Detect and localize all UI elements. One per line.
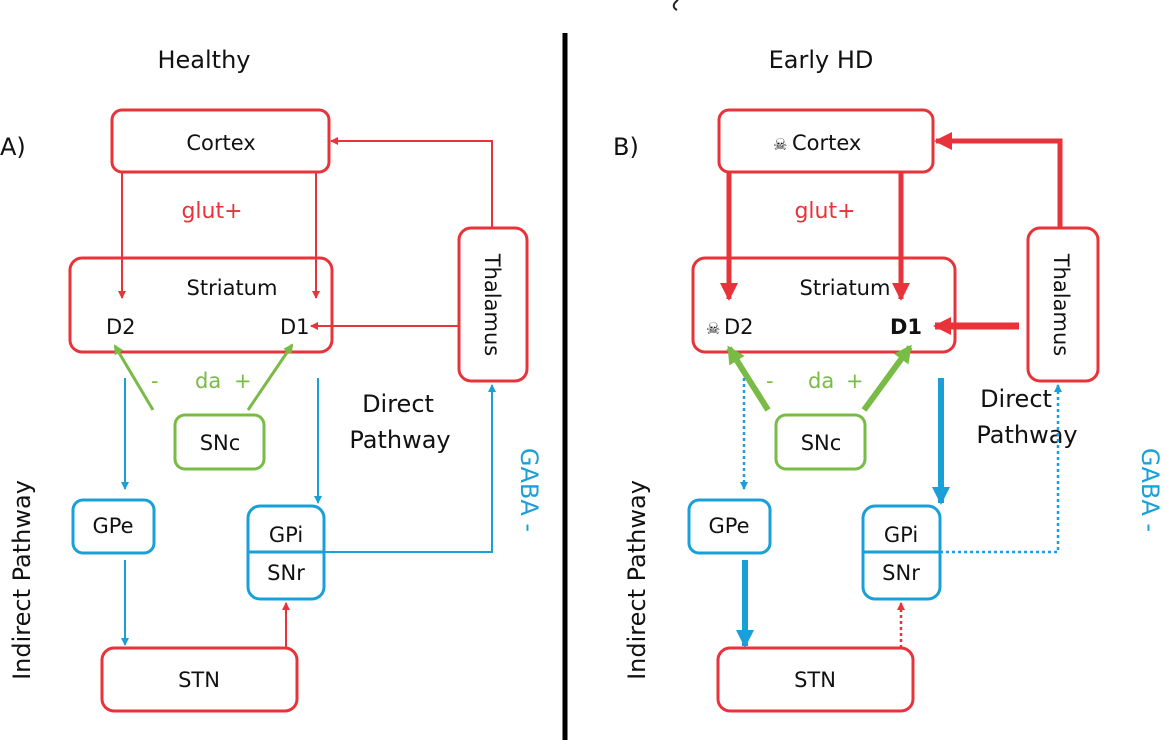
da-plus-label: + <box>846 369 864 393</box>
stray-mark <box>672 0 679 11</box>
gaba-label: GABA - <box>1136 448 1164 532</box>
gpi-to-thalamus-arrow <box>324 384 496 553</box>
panel-title: Early HD <box>769 46 874 74</box>
glut-label: glut+ <box>794 199 855 224</box>
da-label: da <box>195 369 221 393</box>
cortex-node <box>110 108 331 174</box>
gpi-label: GPi <box>884 523 918 547</box>
direct-pathway-label-line2: Pathway <box>349 426 450 454</box>
thalamus-label: Thalamus <box>1049 253 1073 356</box>
striatum-node <box>68 256 334 354</box>
panel-title: Healthy <box>157 46 250 74</box>
d2-label: D2 <box>106 315 136 339</box>
skull-icon: ☠ <box>706 319 720 338</box>
thalamus-to-cortex-arrow <box>934 132 1063 228</box>
skull-icon: ☠ <box>773 135 787 154</box>
indirect-pathway-label: Indirect Pathway <box>8 480 36 680</box>
direct-pathway-label-line1: Direct <box>980 385 1052 413</box>
thalamus-label: Thalamus <box>480 253 504 356</box>
d1-label: D1 <box>280 315 310 339</box>
d1-label: D1 <box>890 315 922 339</box>
da-minus-label: - <box>766 369 774 393</box>
snc-label: SNc <box>801 431 842 455</box>
da-plus-label: + <box>234 369 252 393</box>
stn-node <box>716 646 915 713</box>
snr-label: SNr <box>267 561 305 585</box>
gpe-label: GPe <box>708 514 749 538</box>
thalamus-node <box>1026 226 1100 383</box>
snc-label: SNc <box>200 431 241 455</box>
d2-label: D2 <box>724 315 754 339</box>
stn-label: STN <box>178 668 220 692</box>
striatum-label: Striatum <box>187 276 278 300</box>
stn-node <box>100 646 299 713</box>
gpi-to-thalamus-arrow <box>940 384 1062 554</box>
da-label: da <box>808 369 834 393</box>
thalamus-to-cortex-arrow <box>330 137 493 228</box>
direct-pathway-label-line1: Direct <box>362 390 434 418</box>
gaba-label: GABA - <box>515 448 543 532</box>
gpe-node <box>687 498 772 555</box>
panel-letter: B) <box>613 133 639 161</box>
snc-to-d2-arrow <box>726 345 771 412</box>
panel-healthy: A) Healthy Cortex Striatum D2 D1 Thalamu… <box>0 46 543 713</box>
snc-node <box>774 413 867 471</box>
snc-to-d1-arrow <box>861 344 913 412</box>
snc-to-d2-arrow <box>113 344 155 411</box>
glut-label: glut+ <box>181 199 242 224</box>
striatum-label: Striatum <box>800 276 891 300</box>
indirect-pathway-label: Indirect Pathway <box>623 480 651 680</box>
direct-pathway-label-line2: Pathway <box>976 421 1077 449</box>
gpi-label: GPi <box>269 523 303 547</box>
cortex-node <box>717 108 935 174</box>
gpe-node <box>71 498 156 555</box>
cortex-label: Cortex <box>186 131 255 155</box>
snc-to-d1-arrow <box>246 343 294 411</box>
snc-node <box>173 413 266 471</box>
striatum-node <box>691 256 957 354</box>
panel-early-hd: B) Early HD ☠ Cortex Striatum ☠ D2 D1 Th… <box>613 46 1164 713</box>
cortex-label: Cortex <box>792 131 861 155</box>
panel-letter: A) <box>0 133 26 161</box>
gpe-label: GPe <box>92 514 133 538</box>
snr-label: SNr <box>882 561 920 585</box>
stn-label: STN <box>794 668 836 692</box>
da-minus-label: - <box>151 369 159 393</box>
